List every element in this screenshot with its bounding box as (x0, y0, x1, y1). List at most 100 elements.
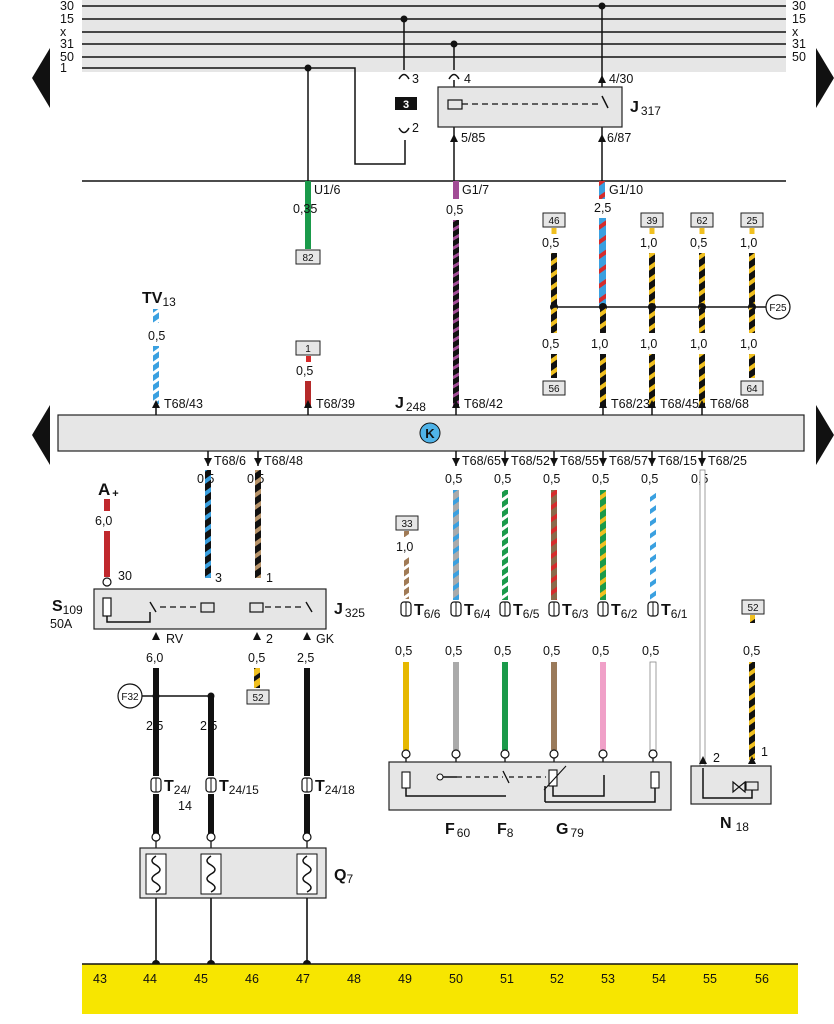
a-plus-gauge: 6,0 (95, 514, 112, 528)
j325-gauge-gk: 2,5 (297, 651, 314, 665)
ref-box-1-label: 1 (305, 344, 311, 355)
splice-bottom-gauge: 1,0 (690, 337, 707, 351)
s109-label: S109 (52, 598, 83, 617)
rail-label-left: 30 (60, 0, 74, 13)
heater-coil-icon (151, 855, 161, 893)
rail-label-right: 15 (792, 12, 806, 26)
splice-top-gauge: 0,5 (542, 236, 559, 250)
wire-black-yellow (649, 354, 655, 408)
j325-gk: GK (316, 632, 335, 646)
t6-connector-label: T6/3 (562, 602, 589, 621)
sensor-wire-lower (649, 661, 657, 751)
n18-gauge: 0,5 (743, 644, 760, 658)
t24-connector-label: T24/ (164, 778, 191, 797)
ecu-top-pin: T68/39 (316, 397, 355, 411)
ground-position-number: 53 (601, 972, 615, 986)
wire-black (304, 794, 310, 834)
throttle-module[interactable] (388, 761, 672, 811)
terminal-node (451, 749, 461, 759)
wire-white-n18 (699, 469, 706, 769)
wire-black-yellow (600, 354, 606, 408)
rail-label-left: 31 (60, 37, 74, 51)
splice-bottom-gauge: 1,0 (591, 337, 608, 351)
j317-pin-85: 5/85 (461, 131, 485, 145)
nav-arrow-left-mid[interactable] (32, 405, 50, 465)
resistor-icon (401, 771, 411, 789)
t6-gauge: 0,5 (445, 644, 462, 658)
wire-black-brown (255, 470, 261, 578)
arrow-icon (598, 75, 606, 83)
ecu-top-pin: T68/43 (164, 397, 203, 411)
terminal-node (549, 749, 559, 759)
ground-position-number: 44 (143, 972, 157, 986)
ground-position-number: 49 (398, 972, 412, 986)
ground-position-number: 51 (500, 972, 514, 986)
wire-stub (649, 228, 655, 234)
fuse-s109-icon (102, 597, 112, 617)
rail-label-left: 15 (60, 12, 74, 26)
conn3-pin-top-label: 3 (412, 72, 419, 86)
splice-top-gauge: 1,0 (640, 236, 657, 250)
wire-g17-gauge: 0,5 (446, 203, 463, 217)
rail-band (82, 0, 786, 72)
wire-g17-top (453, 181, 459, 199)
wire-blue-white (153, 346, 159, 404)
nav-arrow-left-top[interactable] (32, 48, 50, 108)
relay-j325[interactable] (93, 588, 327, 630)
arrow-icon (450, 134, 458, 142)
wire-brown-white-top (404, 531, 409, 537)
wire-stub (749, 228, 755, 234)
heater-q7[interactable] (139, 847, 327, 899)
relay-j317[interactable] (437, 86, 623, 128)
ref-box-52b-label: 52 (747, 603, 759, 614)
j325-rv: RV (166, 632, 184, 646)
ecu-bottom-pin: T68/52 (511, 454, 550, 468)
wire-black-yellow (551, 354, 557, 378)
j317-pin-out: 6/87 (607, 131, 631, 145)
terminal-30 (102, 577, 112, 587)
sensor-wire-lower (403, 662, 409, 750)
lower-gauge: 0,5 (445, 472, 462, 486)
wire-black-yellow (699, 354, 705, 408)
switch-contact-icon (502, 770, 510, 784)
fuse-link (106, 612, 151, 623)
arrow-icon (152, 632, 160, 640)
f32-gauge-b: 2,5 (200, 719, 217, 733)
arrow-icon (699, 756, 707, 764)
wire-black (208, 750, 214, 776)
ecu-top-pin: T68/68 (710, 397, 749, 411)
wire-stub (551, 228, 557, 234)
junction-dot (152, 692, 160, 700)
arrow-icon (598, 134, 606, 142)
relay-coil-icon (249, 602, 264, 613)
wire-red-stub (306, 356, 311, 362)
valve-wire (702, 768, 753, 799)
wire-g110-pin: G1/10 (609, 183, 643, 197)
wire-black-purple (453, 220, 459, 408)
conn3-pin-bottom-label: 2 (412, 121, 419, 135)
a-plus-pin: 30 (118, 569, 132, 583)
j325-pin-1: 1 (266, 571, 273, 585)
nav-arrow-right-top[interactable] (816, 48, 834, 108)
lower-gauge: 0,5 (641, 472, 658, 486)
tv13-label: TV13 (142, 290, 176, 309)
wire-black-yellow (699, 253, 705, 307)
j325-gauge-rv: 6,0 (146, 651, 163, 665)
heater-coil-icon (206, 855, 216, 893)
t24-connector-sublabel: 14 (178, 799, 192, 813)
ref-box-label: 25 (746, 216, 758, 227)
wire-red (305, 381, 311, 407)
arrow-icon (204, 458, 212, 466)
wire-black-yellow (551, 253, 557, 307)
j325-pin-3: 3 (215, 571, 222, 585)
t6-gauge: 0,5 (642, 644, 659, 658)
nav-arrow-right-mid[interactable] (816, 405, 834, 465)
sensor-wire-lower (600, 662, 606, 750)
ref-box-52a (246, 689, 270, 705)
ref-box-52a-label: 52 (252, 693, 264, 704)
f8-label: F8 (497, 821, 514, 840)
ref-box-33-label: 33 (401, 519, 413, 530)
wire-u1-gauge: 0,35 (293, 202, 317, 216)
